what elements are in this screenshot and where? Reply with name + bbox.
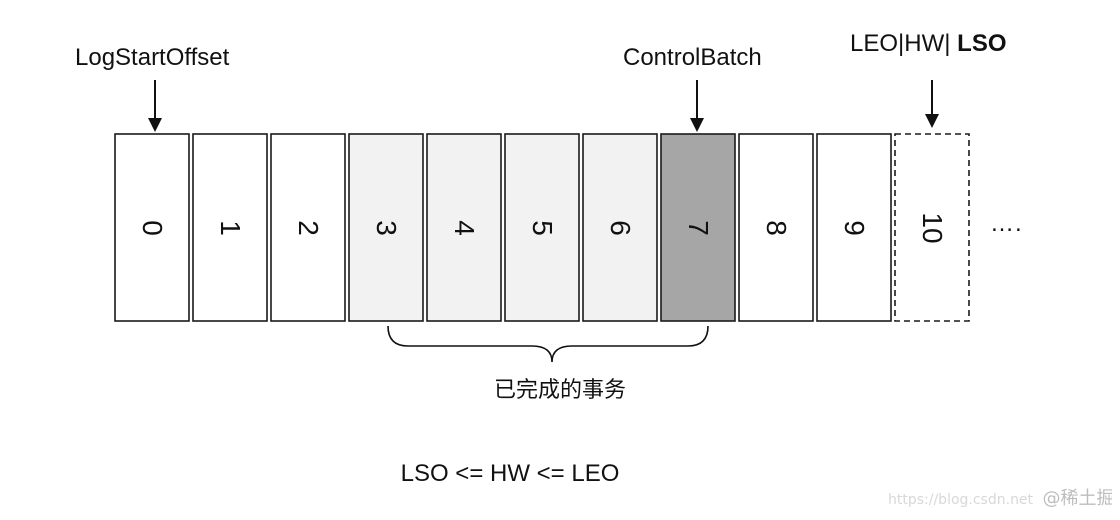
log-cell-7 [660, 133, 736, 322]
log-cell-10 [894, 133, 970, 322]
cell-offset-2: 2 [293, 219, 324, 236]
arrowhead-control-batch [690, 118, 704, 132]
log-cell-1 [192, 133, 268, 322]
log-cell-3 [348, 133, 424, 322]
cell-offset-9: 9 [839, 219, 870, 236]
leo-hw-lso-label: LEO|HW| LSO [850, 30, 1007, 58]
log-cell-8 [738, 133, 814, 322]
more-ellipsis: …. [990, 210, 1023, 237]
log-cell-4 [426, 133, 502, 322]
watermark-text: @稀土掘金技术社区 [1042, 488, 1112, 509]
cell-offset-6: 6 [605, 219, 636, 236]
log-cell-2 [270, 133, 346, 322]
watermark: https://blog.csdn.net @稀土掘金技术社区 [888, 484, 1112, 510]
cell-offset-4: 4 [449, 219, 480, 236]
log-cells [114, 133, 970, 322]
completed-transaction-bracket [387, 325, 709, 363]
cell-offset-1: 1 [215, 219, 246, 236]
log-cell-6 [582, 133, 658, 322]
log-cell-9 [816, 133, 892, 322]
cell-offset-7: 7 [683, 219, 714, 236]
arrowhead-log-start-offset [148, 118, 162, 132]
pointer-arrows [148, 80, 939, 132]
control-batch-label: ControlBatch [623, 44, 762, 71]
log-cell-0 [114, 133, 190, 322]
cell-offset-5: 5 [527, 219, 558, 236]
watermark-url: https://blog.csdn.net [888, 492, 1034, 508]
cell-offset-0: 0 [137, 219, 168, 236]
log-cell-5 [504, 133, 580, 322]
cell-offset-3: 3 [371, 219, 402, 236]
offset-relation-formula: LSO <= HW <= LEO [400, 460, 620, 487]
completed-transactions-label: 已完成的事务 [493, 378, 626, 403]
cell-offset-10: 10 [917, 211, 948, 244]
cell-offset-8: 8 [761, 219, 792, 236]
arrowhead-leo-hw-lso [925, 114, 939, 128]
log-start-offset-label: LogStartOffset [75, 44, 230, 71]
leo-hw-text: LEO|HW| [850, 30, 951, 57]
lso-text: LSO [957, 30, 1007, 57]
